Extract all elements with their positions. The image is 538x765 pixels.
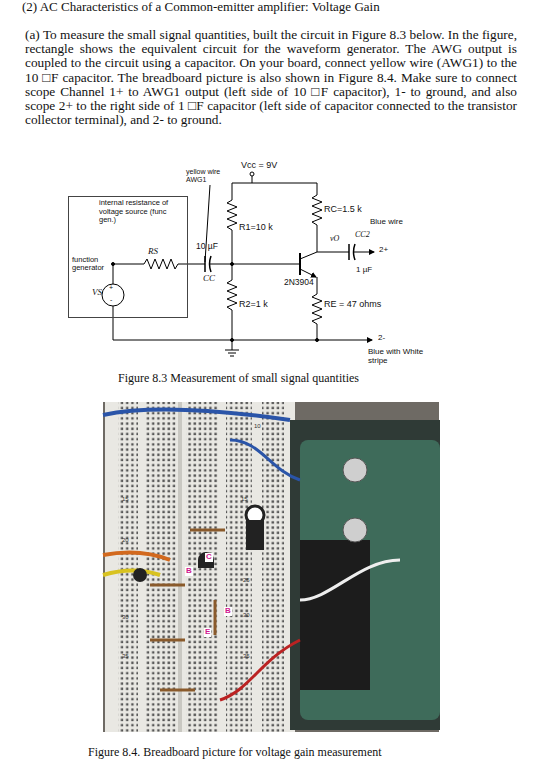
pin-label: B (185, 567, 193, 576)
resistor-label: R1=10 k (239, 223, 273, 233)
resistor-label: RC=1.5 k (324, 205, 362, 215)
row-number: 20 (122, 537, 129, 544)
row-number: 30 (243, 612, 250, 619)
signal-label: vO (330, 235, 339, 244)
row-number: 10 (254, 423, 261, 430)
equivalent-circuit-box: internal resistance of voltage source (f… (68, 196, 188, 318)
polarity-mark: + (109, 284, 113, 292)
figure-caption: Figure 8.3 Measurement of small signal q… (118, 372, 359, 385)
row-number: 25 (243, 577, 250, 584)
wire-label: yellow wire AWG1 (186, 168, 234, 183)
pin-label: E (204, 628, 211, 637)
capacitor-value: 10 µF (196, 242, 218, 251)
supply-label: Vcc = 9V (241, 161, 277, 171)
source-label: function generator (72, 256, 112, 273)
capacitor-value: 1 µF (356, 266, 372, 275)
source-label: VS (92, 288, 102, 298)
wire-label: Blue wire (370, 218, 403, 227)
paragraph: (a) To measure the small signal quantiti… (25, 28, 517, 127)
breadboard-photo (103, 402, 440, 732)
wire-label: Blue with White stripe (368, 348, 430, 366)
page-heading: (2) AC Characteristics of a Common-emitt… (22, 0, 380, 14)
resistor-label: RS (148, 247, 158, 257)
probe-label: 2- (378, 334, 385, 343)
box-text: internal resistance of voltage source (f… (69, 197, 187, 225)
row-number: 15 (122, 496, 129, 503)
row-number: 30 (122, 614, 129, 621)
figure-caption: Figure 8.4. Breadboard picture for volta… (88, 746, 382, 759)
pin-label: B (224, 607, 232, 616)
polarity-mark: - (110, 296, 112, 304)
row-number: 35 (122, 653, 129, 660)
pin-label: C (205, 553, 213, 562)
transistor-label: 2N3904 (284, 278, 314, 287)
resistor-label: R2=1 k (239, 300, 268, 310)
row-number: 35 (243, 653, 250, 660)
capacitor-label: CC (203, 274, 215, 284)
capacitor-label: CC2 (355, 231, 370, 240)
probe-label: 2+ (379, 246, 388, 255)
resistor-label: RE = 47 ohms (324, 300, 381, 310)
row-number: 15 (241, 496, 248, 503)
